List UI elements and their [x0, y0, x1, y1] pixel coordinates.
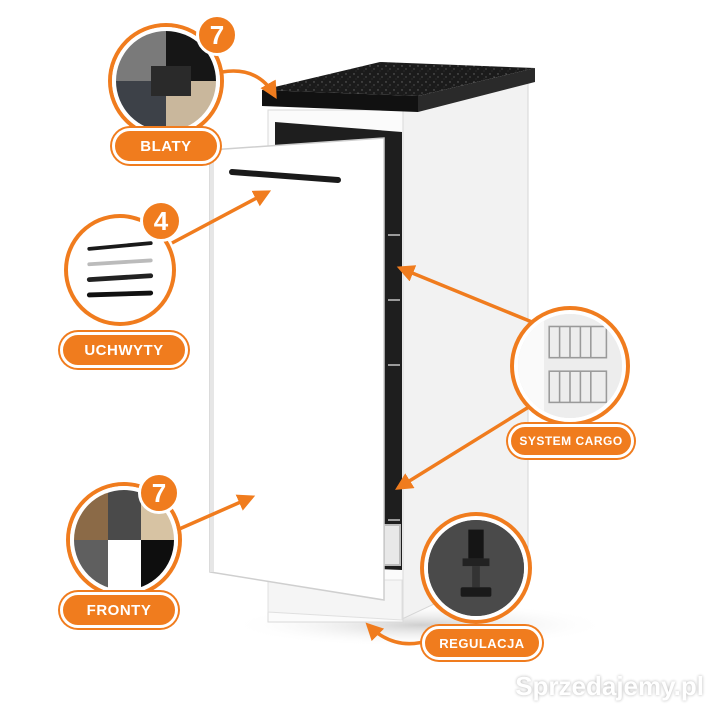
regulacja-label: REGULACJA [422, 626, 542, 660]
arrow-blaty [221, 69, 277, 100]
countertop-top [262, 62, 535, 96]
arrow-uchwyty [171, 190, 272, 245]
blaty-count-badge: 7 [196, 14, 238, 56]
arrow-cargo-bottom [395, 403, 533, 490]
fronty-count-badge: 7 [138, 472, 180, 514]
system-cargo-photo-circle [514, 310, 626, 422]
uchwyty-label: UCHWYTY [60, 332, 188, 368]
blaty-label: BLATY [112, 128, 220, 164]
system-cargo-label: SYSTEM CARGO [508, 424, 634, 458]
blaty-swatch-circle [112, 27, 220, 135]
arrow-fronty [176, 494, 256, 532]
door-handle [229, 169, 341, 183]
countertop-swatches [116, 31, 216, 131]
fronty-label: FRONTY [60, 592, 178, 628]
watermark-logo: Sprzedajemy.pl [515, 671, 704, 701]
uchwyty-count-badge: 4 [140, 200, 182, 242]
adjustable-leg-photo [428, 520, 524, 616]
countertop-edge [262, 90, 418, 112]
cargo-basket-photo [518, 314, 622, 418]
handles-swatches [86, 241, 154, 298]
arrow-cargo-top [396, 265, 533, 324]
regulacja-photo-circle [424, 516, 528, 620]
